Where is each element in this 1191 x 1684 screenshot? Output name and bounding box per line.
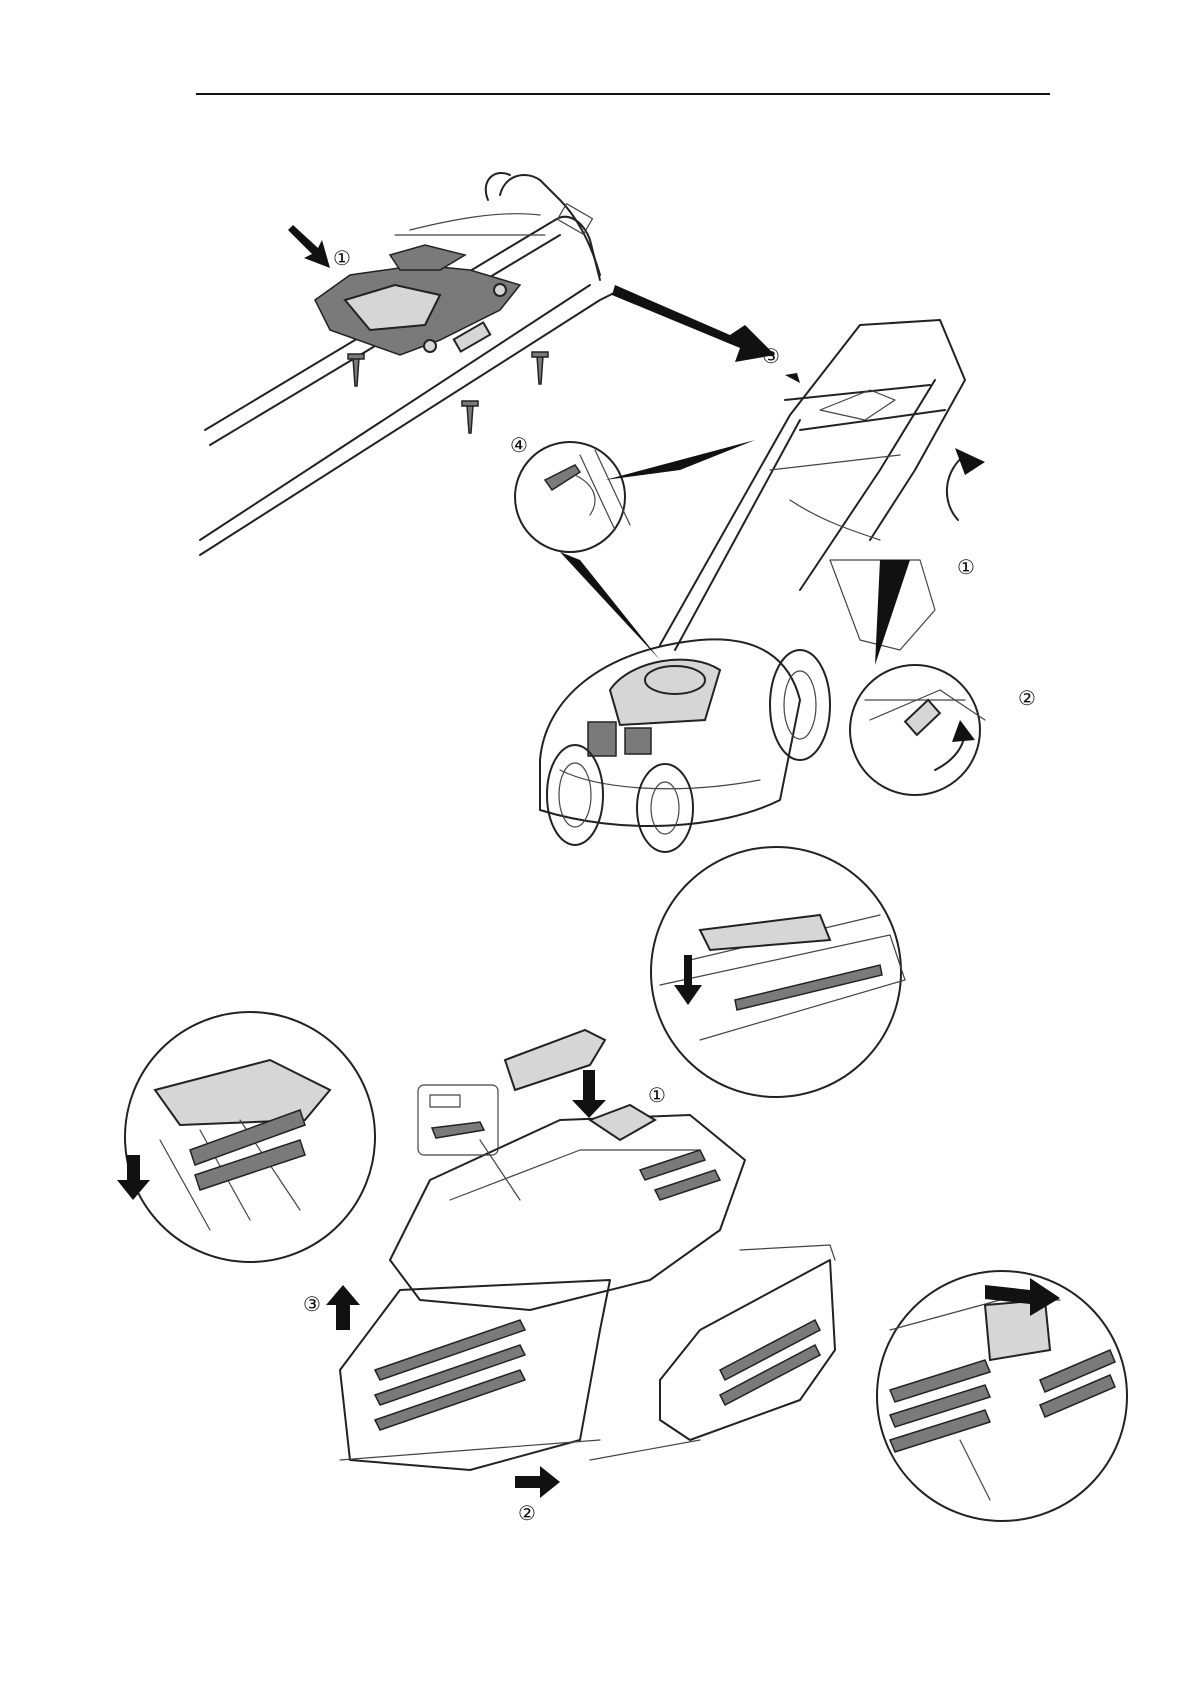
lever-detail bbox=[850, 560, 985, 795]
step-label-bag-left: ③ bbox=[303, 1292, 321, 1316]
down-arrow-icon bbox=[117, 1155, 150, 1200]
step-label-bag-handle: ① bbox=[648, 1083, 666, 1107]
lawn-mower-drawing bbox=[540, 320, 985, 852]
step-label-handle-raise: ① bbox=[957, 555, 975, 579]
rotate-arrow-icon bbox=[955, 448, 985, 475]
push-down-arrow-icon bbox=[674, 955, 702, 1005]
push-down-arrow-icon bbox=[572, 1070, 606, 1118]
turn-arrow-icon bbox=[952, 720, 975, 742]
step-label-lever-detail: ② bbox=[1018, 686, 1036, 710]
cable-clip-detail bbox=[515, 440, 755, 660]
step-label-top-clip: ① bbox=[333, 246, 351, 270]
right-arrow-icon bbox=[515, 1466, 560, 1498]
step-label-bag-side: ② bbox=[518, 1501, 536, 1525]
handle-close-up-drawing bbox=[200, 173, 620, 555]
step-label-top-arrow: ③ bbox=[762, 344, 780, 368]
screw-set bbox=[348, 352, 548, 433]
step-label-top-screws: ④ bbox=[510, 433, 528, 457]
bag-frame-hook-detail bbox=[117, 1012, 375, 1262]
grass-bag-drawing bbox=[326, 1030, 835, 1498]
up-arrow-icon bbox=[326, 1285, 360, 1330]
down-arrow-icon bbox=[288, 225, 330, 268]
side-panel-slide-detail bbox=[877, 1271, 1127, 1521]
pointer-arrow-icon bbox=[612, 285, 775, 362]
bag-handle-detail bbox=[651, 847, 905, 1097]
